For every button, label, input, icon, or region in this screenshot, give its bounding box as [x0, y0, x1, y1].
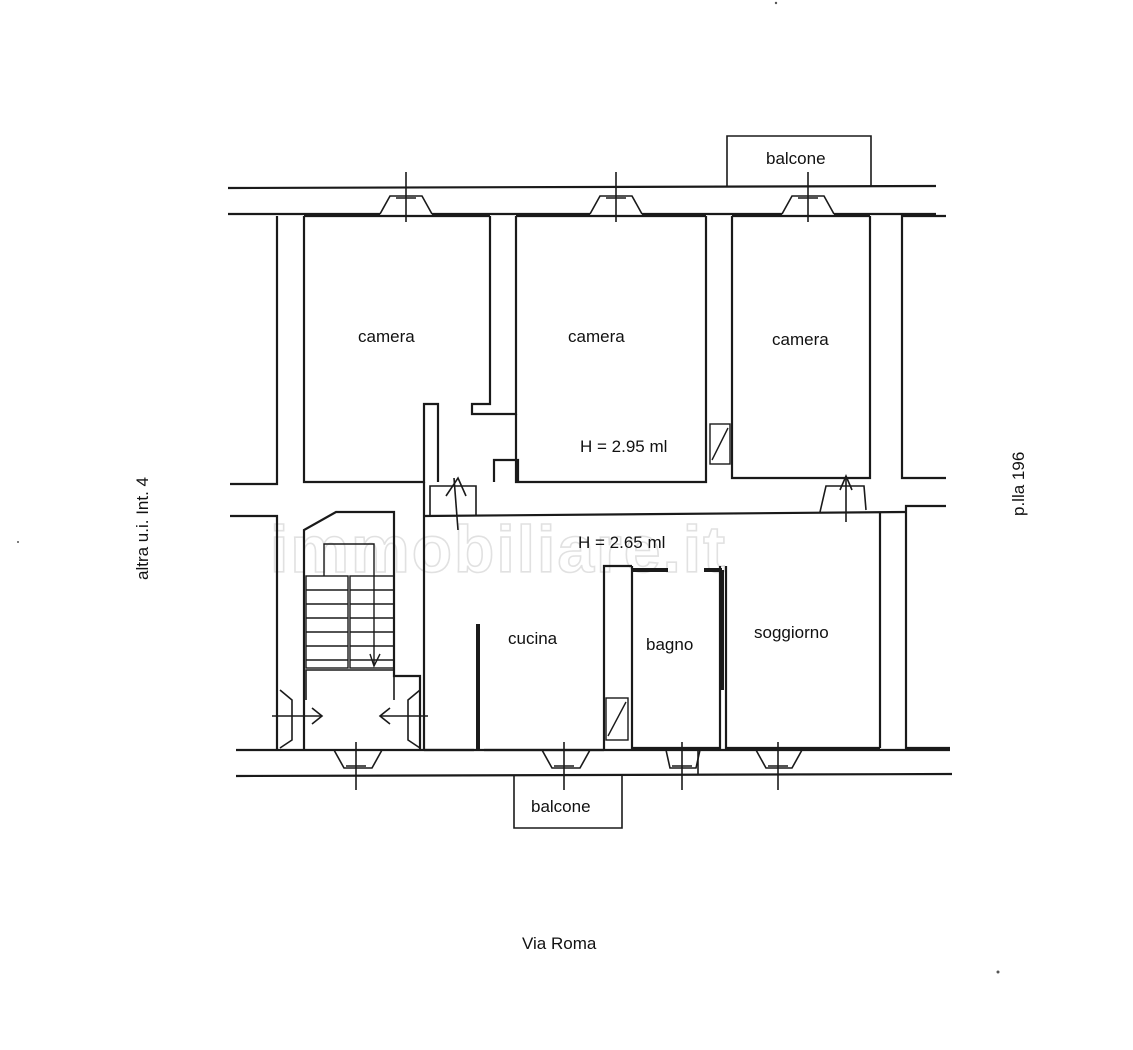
- right-side-label: p.lla 196: [1009, 452, 1028, 516]
- side-walls: [230, 214, 950, 750]
- camera-left-label: camera: [358, 327, 415, 346]
- watermark: immobiliare.it: [270, 512, 727, 586]
- cucina-room: cucina: [424, 564, 632, 752]
- scan-speck: [996, 970, 1000, 974]
- balcone-top: balcone: [726, 135, 872, 186]
- door-hatch-upper: [709, 423, 731, 465]
- cucina-label: cucina: [508, 629, 558, 648]
- left-side-label: altra u.i. Int. 4: [133, 477, 152, 580]
- camera-middle-label: camera: [568, 327, 625, 346]
- street-label: Via Roma: [522, 934, 597, 953]
- camera-right-label: camera: [772, 330, 829, 349]
- corridor-walls: H = 2.65 ml: [422, 473, 907, 750]
- balcone-bottom: balcone: [513, 776, 623, 829]
- bagno-label: bagno: [646, 635, 693, 654]
- soggiorno-label: soggiorno: [754, 623, 829, 642]
- camera-right-room: camera: [730, 214, 872, 480]
- staircase: [272, 510, 428, 750]
- balcone-top-label: balcone: [766, 149, 826, 168]
- camera-middle-room: camera H = 2.95 ml: [492, 214, 708, 484]
- balcone-bottom-label: balcone: [531, 797, 591, 816]
- windows-bottom: [333, 742, 803, 790]
- windows-top: [379, 172, 835, 222]
- scan-speck: [774, 1, 778, 5]
- camera-left-room: camera: [302, 214, 518, 484]
- bagno-room: bagno: [630, 566, 724, 750]
- scan-speck: [17, 541, 19, 543]
- height-lower-label: H = 2.65 ml: [578, 533, 665, 552]
- height-upper-label: H = 2.95 ml: [580, 437, 667, 456]
- soggiorno-room: soggiorno: [724, 566, 880, 750]
